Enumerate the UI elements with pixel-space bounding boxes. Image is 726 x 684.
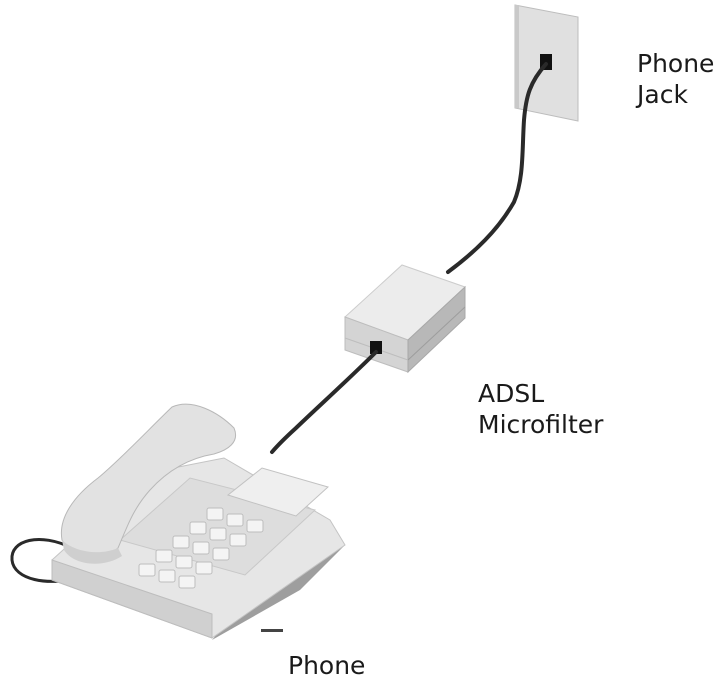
phone-mark xyxy=(261,629,283,632)
telephone-icon xyxy=(10,403,346,640)
microfilter-label-line-2: Microfilter xyxy=(478,410,604,439)
handset-cord xyxy=(10,538,79,583)
microfilter-icon xyxy=(344,264,466,374)
microfilter-label-line-1: ADSL xyxy=(478,379,545,408)
filter-to-phone-cable xyxy=(270,350,378,454)
microfilter-label: ADSL Microfilter xyxy=(478,378,603,440)
jack-to-filter-cable xyxy=(446,62,548,274)
handset xyxy=(60,403,236,558)
keypad xyxy=(138,507,264,589)
phone-jack-label-line-1: Phone xyxy=(637,49,715,78)
filter-port xyxy=(370,341,382,354)
phone-jack-label: Phone Jack xyxy=(637,48,714,110)
phone-jack-label-line-2: Jack xyxy=(637,80,688,109)
phone-label: Phone xyxy=(288,651,366,680)
